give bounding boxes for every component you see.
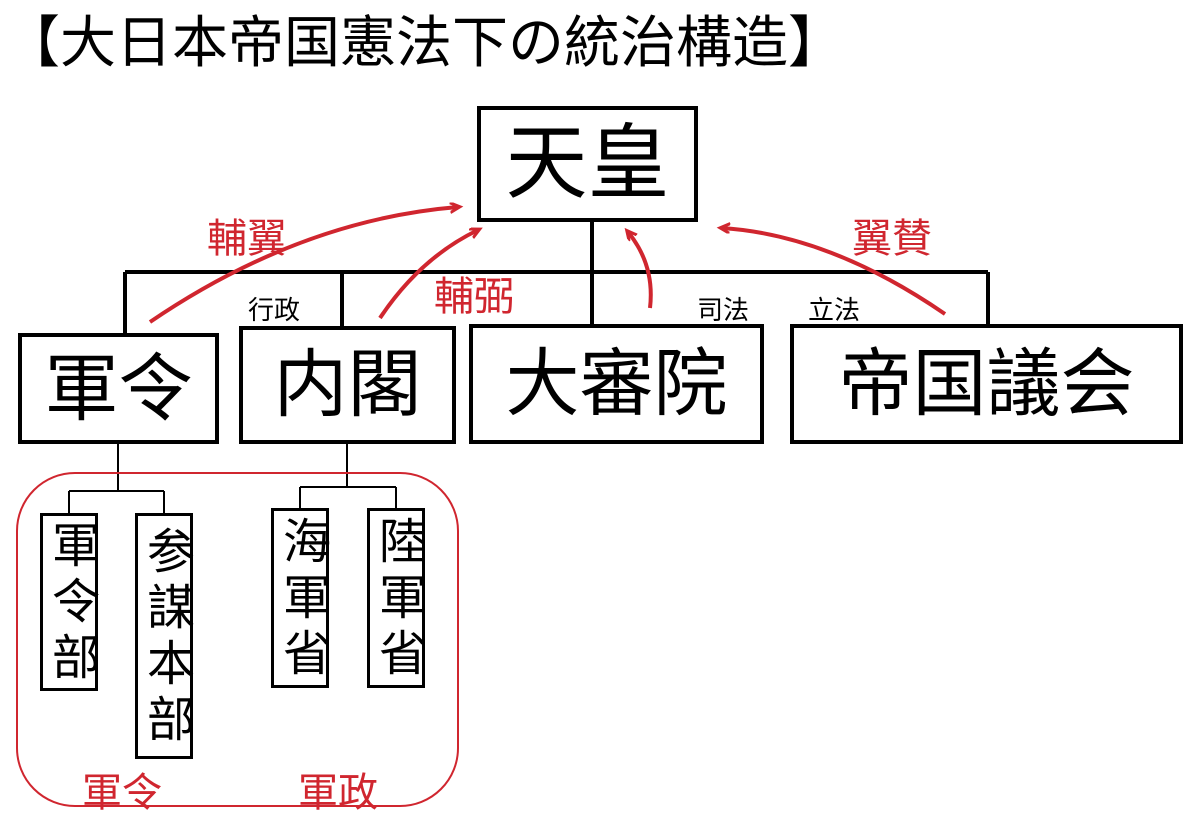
cabinet-label: 内閣 — [273, 342, 422, 428]
navy-ministry-label: 海軍省 — [274, 516, 330, 684]
judiciary-label: 司法 — [697, 296, 750, 326]
army-general-staff-box: 参謀本部 — [135, 513, 194, 759]
consent-diet-label: 翼賛 — [852, 216, 932, 262]
administration-group-label: 軍政 — [298, 770, 378, 816]
army-ministry-box: 陸軍省 — [367, 508, 426, 688]
advise-cabinet-label: 輔弼 — [434, 274, 514, 320]
navy-ministry-box: 海軍省 — [271, 508, 330, 688]
emperor-box: 天皇 — [477, 106, 698, 222]
military-group-frame — [16, 472, 459, 807]
supreme-court-label: 大審院 — [505, 341, 728, 427]
cabinet-box: 内閣 — [239, 326, 456, 444]
naval-general-staff-label: 軍令部 — [43, 520, 99, 688]
tree-lines — [123, 222, 990, 333]
page-title: 【大日本帝国憲法下の統治構造】 — [4, 11, 844, 76]
supreme-court-box: 大審院 — [469, 324, 764, 444]
advise-military-label: 輔翼 — [207, 216, 287, 262]
military-command-box: 軍令 — [18, 333, 219, 444]
legislature-label: 立法 — [808, 296, 861, 326]
military-command-label: 軍令 — [44, 345, 193, 432]
army-general-staff-label: 参謀本部 — [138, 526, 194, 750]
administration-label: 行政 — [248, 296, 301, 326]
naval-general-staff-box: 軍令部 — [40, 513, 99, 691]
imperial-diet-box: 帝国議会 — [790, 324, 1183, 444]
subtree-lines — [68, 444, 397, 513]
imperial-diet-label: 帝国議会 — [838, 341, 1135, 427]
command-group-label: 軍令 — [82, 770, 162, 816]
emperor-label: 天皇 — [505, 116, 670, 211]
army-ministry-label: 陸軍省 — [370, 516, 426, 684]
relation-arrows — [148, 207, 947, 324]
